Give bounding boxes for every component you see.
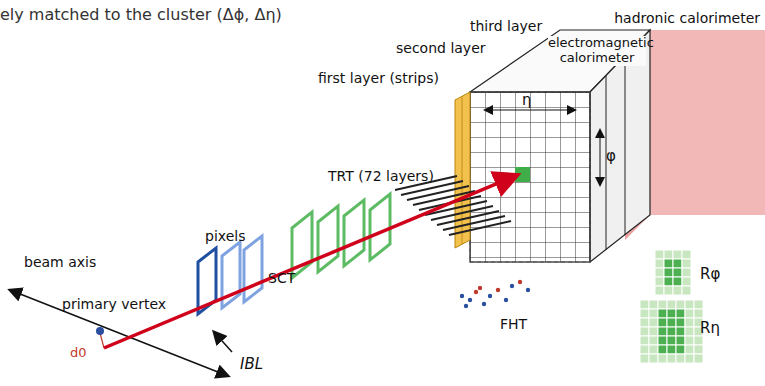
point-label: primary vertex (62, 296, 166, 312)
part-label: electromagnetic calorimeter (548, 36, 646, 66)
part-label: pixels (205, 228, 245, 244)
variable-label: Rη (700, 320, 720, 337)
variable-label: FHT (500, 316, 527, 332)
part-label: TRT (72 layers) (328, 168, 434, 184)
axis-label: beam axis (24, 254, 96, 270)
variable-label: Rφ (700, 266, 720, 283)
distance-label: d0 (70, 346, 87, 361)
part-label: third layer (470, 18, 542, 34)
part-label: IBL (240, 356, 263, 373)
part-label: SCT (268, 270, 295, 286)
part-label: first layer (strips) (318, 70, 439, 86)
axis-symbol: φ (606, 148, 616, 165)
heading-fragment: ely matched to the cluster (Δϕ, Δη) (0, 6, 282, 24)
part-label: hadronic calorimeter (614, 10, 760, 26)
part-label: second layer (396, 40, 486, 56)
axis-symbol: η (522, 92, 532, 109)
